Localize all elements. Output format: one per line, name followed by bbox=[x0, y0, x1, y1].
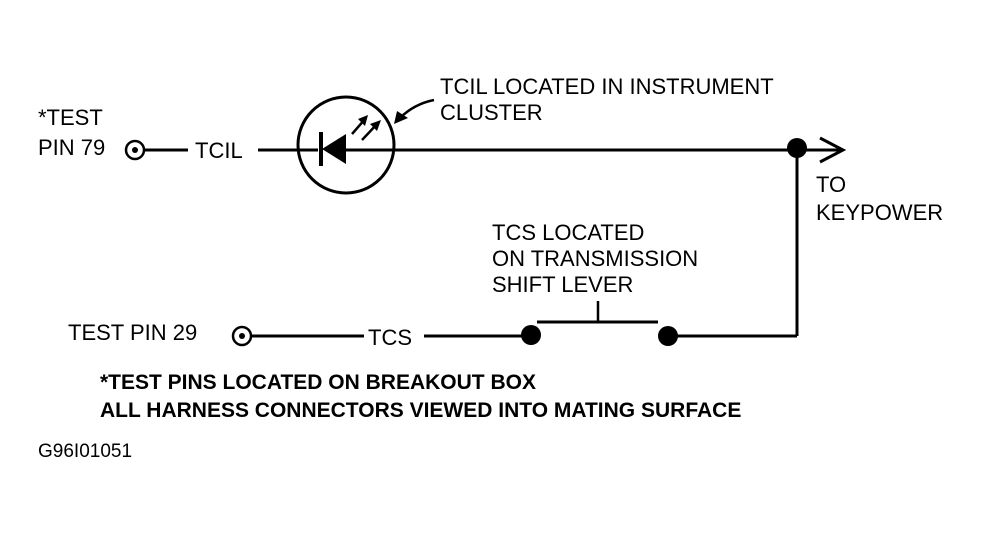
tcil-location-note-line2: CLUSTER bbox=[440, 100, 543, 125]
tcil-lamp-icon bbox=[296, 95, 396, 195]
keypower-label-line2: KEYPOWER bbox=[816, 200, 943, 225]
tcil-note-leader-arrow bbox=[394, 98, 435, 124]
test-pin-29-terminal-icon bbox=[231, 325, 253, 347]
keypower-label-line1: TO bbox=[816, 172, 846, 197]
tcs-switch-icon bbox=[521, 301, 678, 346]
test-pin-79-terminal-icon bbox=[124, 139, 146, 161]
footnote: *TEST PINS LOCATED ON BREAKOUT BOX ALL H… bbox=[100, 371, 741, 422]
keypower-arrow-icon bbox=[819, 136, 847, 164]
tcs-wire-label: TCS bbox=[368, 325, 412, 350]
test-pin-79-label-line2: PIN 79 bbox=[38, 135, 105, 160]
tcil-wire-label: TCIL bbox=[195, 138, 243, 163]
footnote-line1: *TEST PINS LOCATED ON BREAKOUT BOX bbox=[100, 371, 536, 394]
test-pin-79-label: *TEST PIN 79 bbox=[38, 105, 105, 160]
footnote-line2: ALL HARNESS CONNECTORS VIEWED INTO MATIN… bbox=[100, 399, 741, 422]
tcs-location-note: TCS LOCATED ON TRANSMISSION SHIFT LEVER bbox=[492, 220, 698, 297]
test-pin-79-label-line1: *TEST bbox=[38, 105, 103, 130]
test-pin-29-label: TEST PIN 29 bbox=[68, 320, 197, 345]
figure-id: G96I01051 bbox=[38, 441, 132, 462]
tcs-location-note-line1: TCS LOCATED bbox=[492, 220, 644, 245]
tcs-location-note-line3: SHIFT LEVER bbox=[492, 272, 633, 297]
keypower-label: TO KEYPOWER bbox=[816, 172, 943, 225]
tcil-location-note: TCIL LOCATED IN INSTRUMENT CLUSTER bbox=[440, 74, 774, 125]
tcs-location-note-line2: ON TRANSMISSION bbox=[492, 246, 698, 271]
tcil-location-note-line1: TCIL LOCATED IN INSTRUMENT bbox=[440, 74, 774, 99]
